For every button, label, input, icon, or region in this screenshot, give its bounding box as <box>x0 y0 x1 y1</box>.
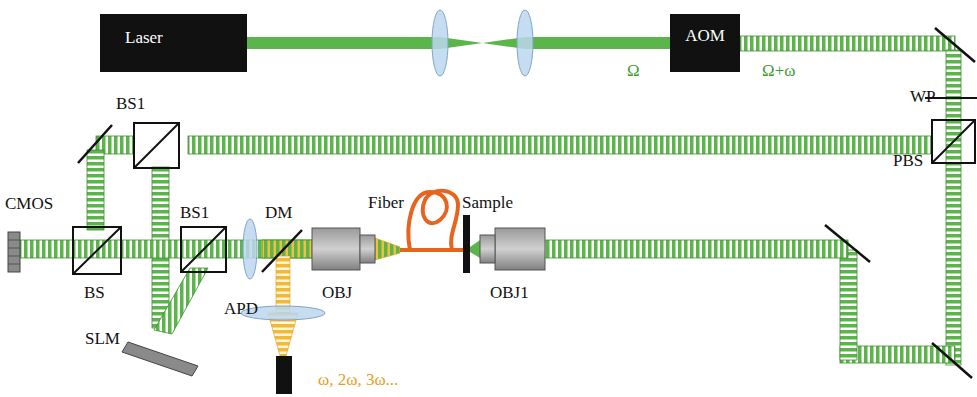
part-label: Fiber <box>368 194 404 213</box>
part-label: Sample <box>462 194 513 213</box>
part-label: DM <box>265 204 292 223</box>
part-label: ω, 2ω, 3ω... <box>318 371 398 390</box>
laser-box: Laser <box>100 14 247 72</box>
component-name: Laser <box>125 28 247 48</box>
part-label: PBS <box>893 152 923 171</box>
part-label: APD <box>224 300 258 319</box>
part-label: Ω+ω <box>762 62 795 81</box>
part-label: CMOS <box>5 195 53 214</box>
part-label: BS1 <box>180 204 209 223</box>
part-label: BS1 <box>116 95 145 114</box>
component-name: AOM <box>674 26 736 46</box>
part-label: OBJ <box>322 284 352 303</box>
part-label: Ω <box>627 62 640 81</box>
laser-beam <box>247 37 670 49</box>
part-label: SLM <box>85 330 120 349</box>
part-label: WP <box>910 88 936 107</box>
part-label: BS <box>84 284 105 303</box>
part-label: OBJ1 <box>490 284 529 303</box>
aom-box: AOM <box>670 14 740 72</box>
